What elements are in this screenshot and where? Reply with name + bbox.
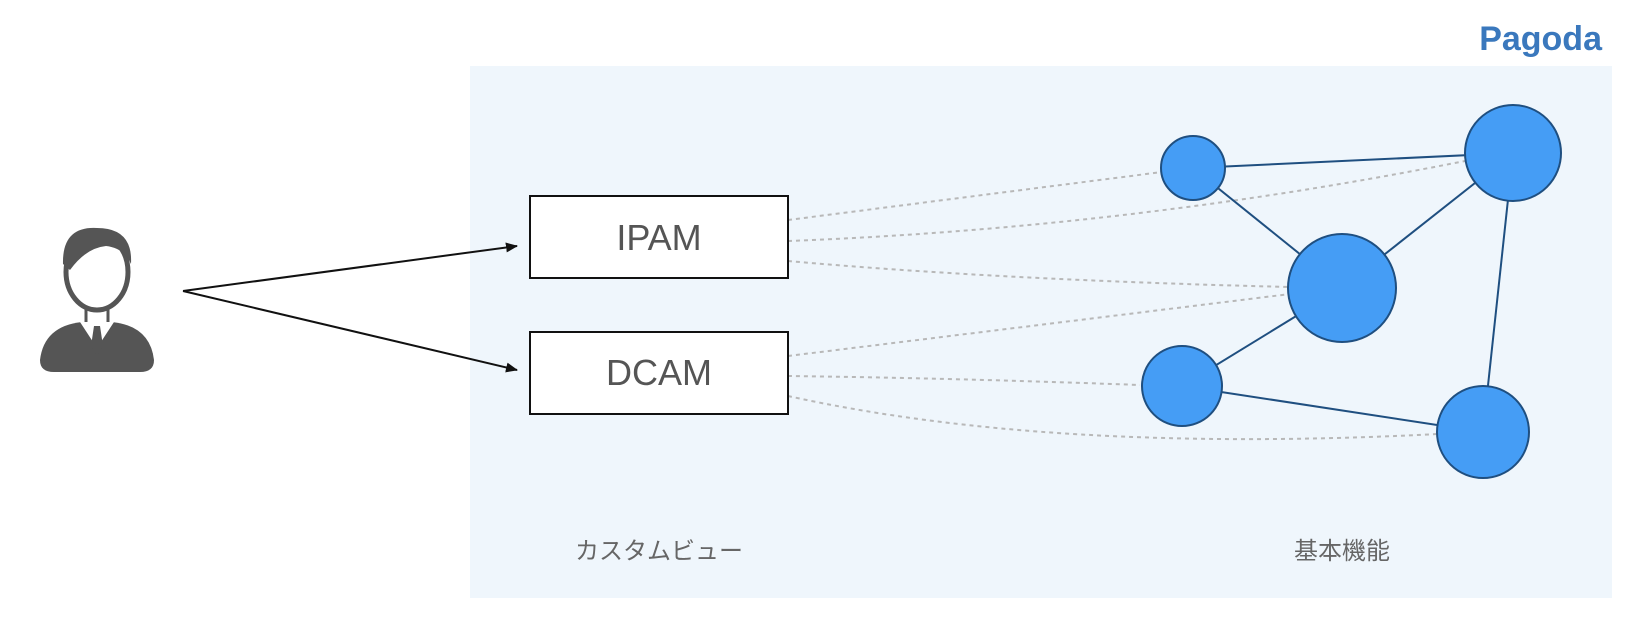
arrow-to-ipam <box>182 242 518 292</box>
core-features-label: 基本機能 <box>1294 537 1390 565</box>
dcam-label: DCAM <box>606 352 712 393</box>
network-node <box>1287 233 1397 343</box>
network-nodes <box>1141 104 1562 479</box>
custom-views-label: カスタムビュー <box>575 537 743 565</box>
network-node <box>1464 104 1562 202</box>
ipam-label: IPAM <box>616 217 701 258</box>
user-arrows <box>182 242 518 373</box>
dashed-link <box>787 260 1291 288</box>
business-person-icon <box>40 227 154 372</box>
dashed-link <box>787 395 1439 441</box>
dashed-links <box>787 159 1471 441</box>
network-node <box>1160 135 1226 201</box>
brand-title: Pagoda <box>1479 20 1603 58</box>
network-node <box>1141 345 1223 427</box>
ipam-box[interactable]: IPAM <box>529 195 789 279</box>
dashed-link <box>787 375 1141 386</box>
network-node <box>1436 385 1530 479</box>
arrow-to-dcam <box>182 290 518 373</box>
network-edge <box>1181 385 1484 433</box>
dashed-link <box>787 171 1163 221</box>
dcam-box[interactable]: DCAM <box>529 331 789 415</box>
dashed-link <box>787 159 1471 242</box>
network-edge <box>1192 152 1514 169</box>
